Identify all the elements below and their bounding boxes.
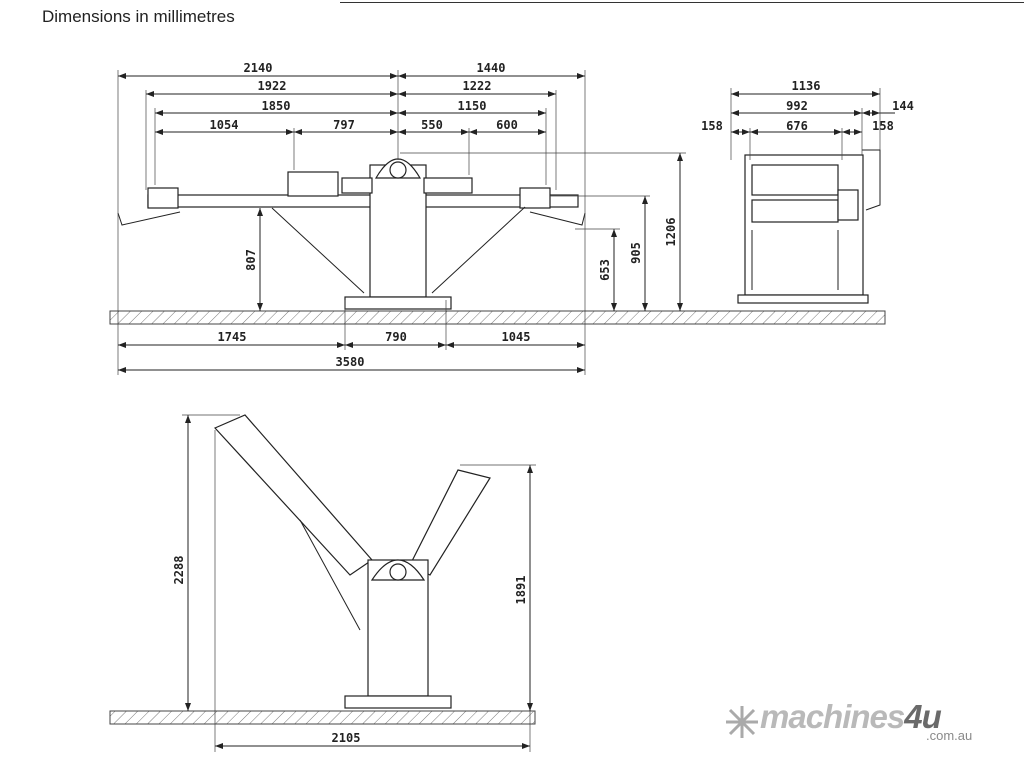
- dim-144: 144: [892, 99, 914, 113]
- dim-3580: 3580: [336, 355, 365, 369]
- dim-1850: 1850: [262, 99, 291, 113]
- dim-1922: 1922: [258, 79, 287, 93]
- dim-158-right: 158: [872, 119, 894, 133]
- front-view-machine: [117, 158, 586, 310]
- floor-front: [109, 310, 886, 325]
- dim-1045: 1045: [502, 330, 531, 344]
- machines4u-logo: machines4u .com.au: [722, 698, 992, 745]
- page-title: Dimensions in millimetres: [42, 7, 235, 26]
- side-view-machine: [737, 149, 881, 304]
- dim-1206: 1206: [664, 218, 678, 247]
- dim-550: 550: [421, 118, 443, 132]
- raised-view-machine: [213, 414, 491, 709]
- logo-name: machines: [760, 698, 905, 735]
- dim-1440: 1440: [477, 61, 506, 75]
- dim-158-left: 158: [701, 119, 723, 133]
- dim-1891: 1891: [514, 576, 528, 605]
- dim-905: 905: [629, 242, 643, 264]
- logo-domain: .com.au: [926, 728, 973, 743]
- dim-2288: 2288: [172, 556, 186, 585]
- dim-1136: 1136: [792, 79, 821, 93]
- dim-600: 600: [496, 118, 518, 132]
- dim-807: 807: [244, 249, 258, 271]
- snowflake-icon: [726, 706, 758, 738]
- dim-1150: 1150: [458, 99, 487, 113]
- dim-2105: 2105: [332, 731, 361, 745]
- floor-raised: [109, 710, 536, 725]
- dim-2140: 2140: [244, 61, 273, 75]
- dim-1222: 1222: [463, 79, 492, 93]
- dim-992: 992: [786, 99, 808, 113]
- dim-790: 790: [385, 330, 407, 344]
- dim-1745: 1745: [218, 330, 247, 344]
- logo-4u: 4u: [904, 698, 942, 735]
- dim-797: 797: [333, 118, 355, 132]
- dim-676: 676: [786, 119, 808, 133]
- dim-653: 653: [598, 259, 612, 281]
- dim-1054: 1054: [210, 118, 239, 132]
- top-rule: [340, 2, 1024, 3]
